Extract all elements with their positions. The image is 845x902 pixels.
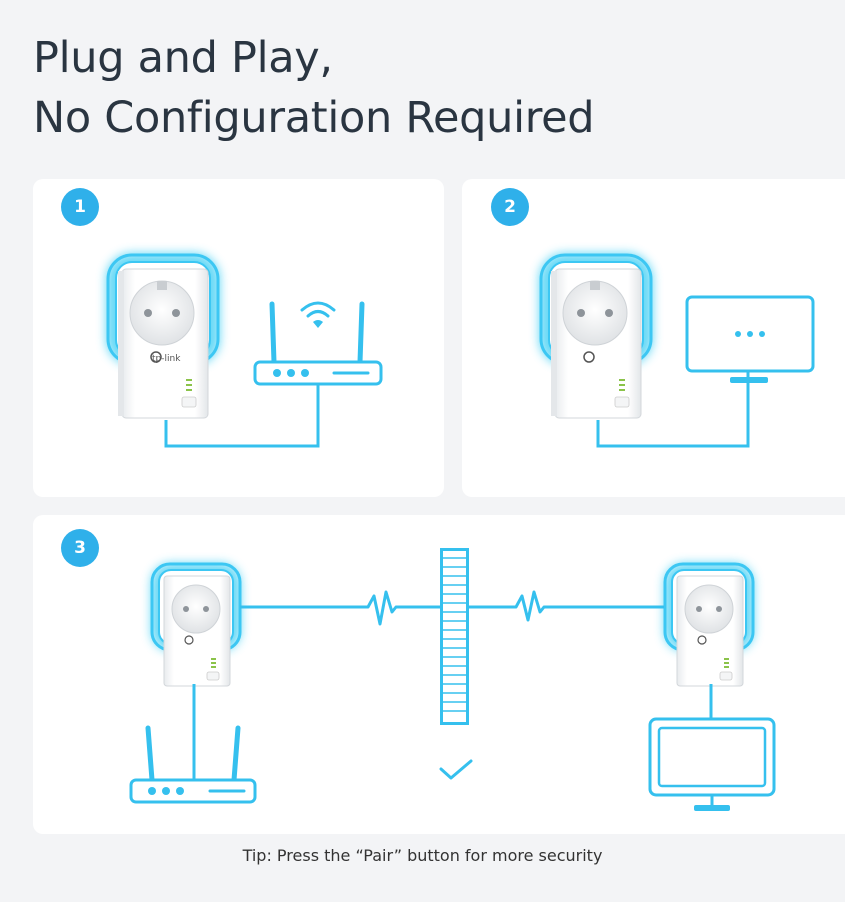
powerline-adapter-icon (150, 562, 242, 687)
wall-icon (440, 548, 469, 725)
monitor-icon (648, 717, 776, 811)
router-icon (129, 725, 257, 804)
router-icon (253, 301, 383, 386)
powerline-adapter-icon (539, 253, 653, 419)
step-2-badge: 2 (491, 188, 529, 226)
wifi-icon (300, 301, 336, 328)
tip-text: Tip: Press the “Pair” button for more se… (242, 846, 603, 865)
powerline-adapter-icon (663, 562, 755, 687)
checkmark-icon (439, 759, 473, 780)
title-line-2: No Configuration Required (33, 93, 595, 143)
page-title: Plug and Play, No Configuration Required (33, 28, 595, 148)
step-3-badge: 3 (61, 529, 99, 567)
tv-box-icon (685, 295, 815, 383)
brand-label: tp-link (152, 354, 181, 364)
step-1-panel: 1 (33, 179, 444, 497)
powerline-adapter-icon: tp-link (106, 253, 220, 419)
title-line-1: Plug and Play, (33, 33, 333, 83)
step-1-badge: 1 (61, 188, 99, 226)
